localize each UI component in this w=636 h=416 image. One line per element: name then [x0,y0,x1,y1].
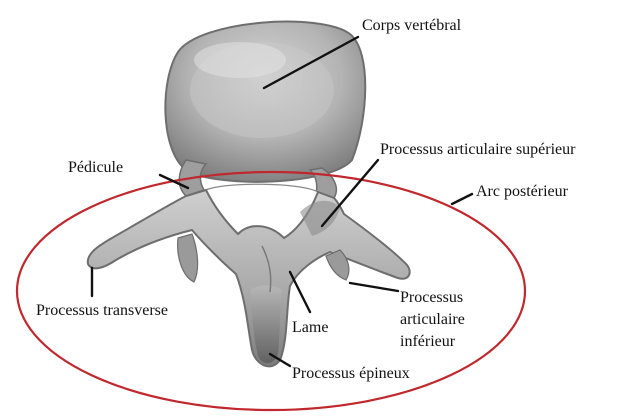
label-pedicule: Pédicule [68,159,123,176]
leader-arc-posterieur [452,194,472,204]
label-arc-posterieur: Arc postérieur [476,183,569,200]
label-processus-articulaire-inferieur-line2: articulaire [400,311,465,328]
vertebral-body-highlight [194,42,286,78]
label-processus-articulaire-inferieur-line1: Processus [400,289,463,306]
leader-lame [290,272,310,312]
left-inferior-articular-shape [178,234,198,282]
label-corps-vertebral: Corps vertébral [362,17,462,34]
label-processus-articulaire-superieur: Processus articulaire supérieur [380,141,576,158]
label-processus-transverse: Processus transverse [36,302,168,319]
label-processus-epineux: Processus épineux [292,365,410,382]
label-processus-articulaire-inferieur-line3: inférieur [400,333,456,350]
leader-processus-articulaire-inferieur [350,283,398,291]
label-lame: Lame [292,319,328,336]
